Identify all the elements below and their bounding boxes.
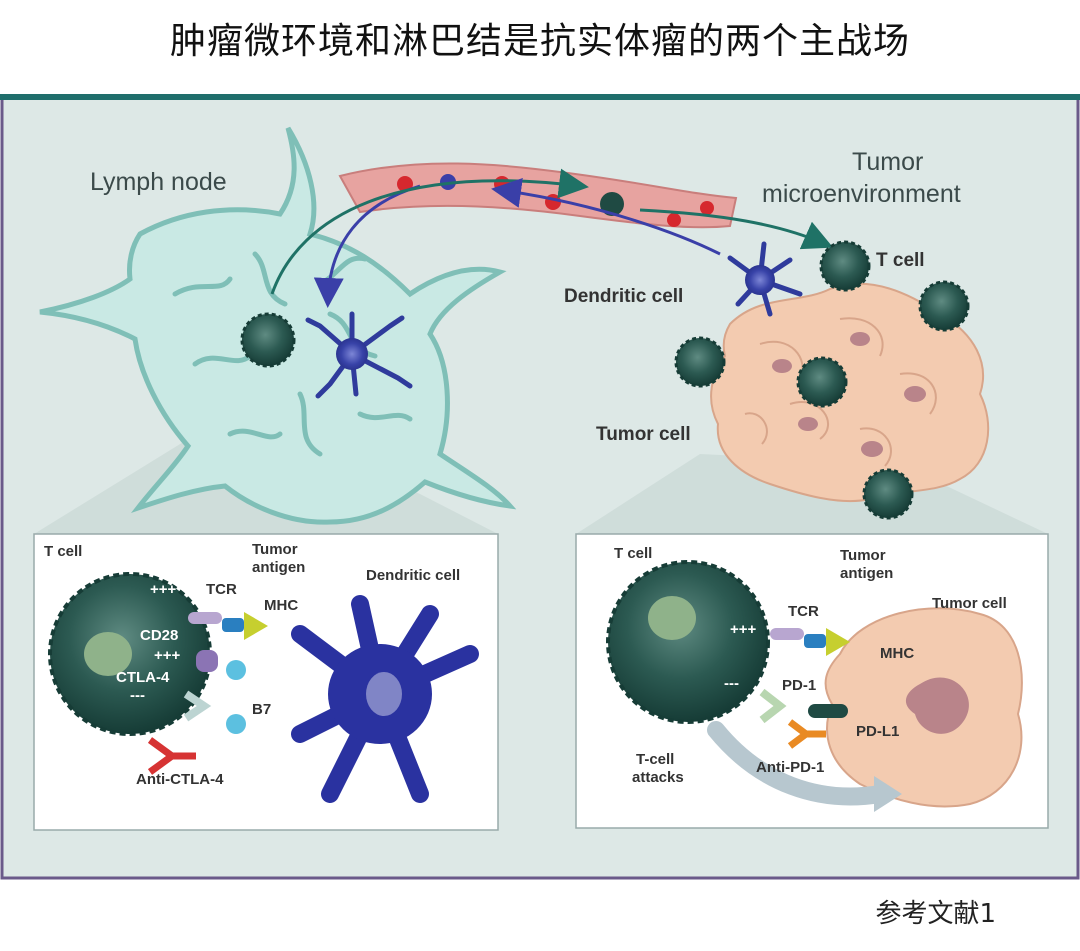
dendritic-cell-label: Dendritic cell (564, 286, 683, 307)
left-cd28-label: CD28 (140, 627, 178, 644)
panel-top-border (0, 94, 1080, 100)
left-ctla4-label: CTLA-4 (116, 669, 170, 686)
right-attacks-2: attacks (632, 769, 684, 786)
lymph-t-cell (240, 312, 296, 368)
right-inset: T cell Tumor antigen Tumor cell TCR +++ … (575, 533, 1049, 829)
right-tumor-antigen-2: antigen (840, 565, 893, 582)
t-cell-label: T cell (876, 250, 925, 271)
left-b7-label: B7 (252, 701, 271, 718)
right-tumor-antigen-1: Tumor (840, 547, 886, 564)
right-minus: --- (724, 675, 739, 692)
tumor-microenvironment-label-1: Tumor (852, 148, 923, 176)
tumor-dendritic-cell (727, 241, 803, 317)
left-plus-1: +++ (150, 581, 177, 598)
reference-note: 参考文献1 (875, 899, 996, 929)
left-anti-ctla4-label: Anti-CTLA-4 (136, 771, 224, 788)
left-minus: --- (130, 687, 145, 704)
left-mhc-label: MHC (264, 597, 298, 614)
right-pd1-label: PD-1 (782, 677, 816, 694)
arrow-dc-return (491, 178, 721, 256)
lymph-dendritic-cell (305, 311, 413, 399)
immune-diagram: Lymph node Tumor microenvironment T cell… (0, 94, 1080, 880)
left-tumor-antigen-2: antigen (252, 559, 305, 576)
right-t-cell-label: T cell (614, 545, 652, 562)
left-dendritic-cell-label: Dendritic cell (366, 567, 460, 584)
page-title: 肿瘤微环境和淋巴结是抗实体瘤的两个主战场 (169, 21, 910, 62)
right-tumor-cell-label: Tumor cell (932, 595, 1007, 612)
left-plus-2: +++ (154, 647, 181, 664)
right-tcr-label: TCR (788, 603, 819, 620)
tumor-mass (710, 282, 990, 503)
left-t-cell-label: T cell (44, 543, 82, 560)
tumor-cell-label: Tumor cell (596, 424, 691, 445)
right-attacks-1: T-cell (636, 751, 674, 768)
arrow-tcell-to-tumor (639, 208, 834, 250)
right-mhc-label: MHC (880, 645, 914, 662)
tumor-t-cells (674, 240, 970, 520)
left-tcr-label: TCR (206, 581, 237, 598)
right-pdl1-label: PD-L1 (856, 723, 899, 740)
lymph-node-label: Lymph node (90, 168, 227, 196)
right-plus: +++ (730, 621, 757, 638)
left-tumor-antigen-1: Tumor (252, 541, 298, 558)
right-anti-pd1-label: Anti-PD-1 (756, 759, 824, 776)
tumor-microenvironment-label-2: microenvironment (762, 180, 961, 208)
left-inset: T cell Tumor antigen Dendritic cell TCR … (33, 533, 499, 831)
